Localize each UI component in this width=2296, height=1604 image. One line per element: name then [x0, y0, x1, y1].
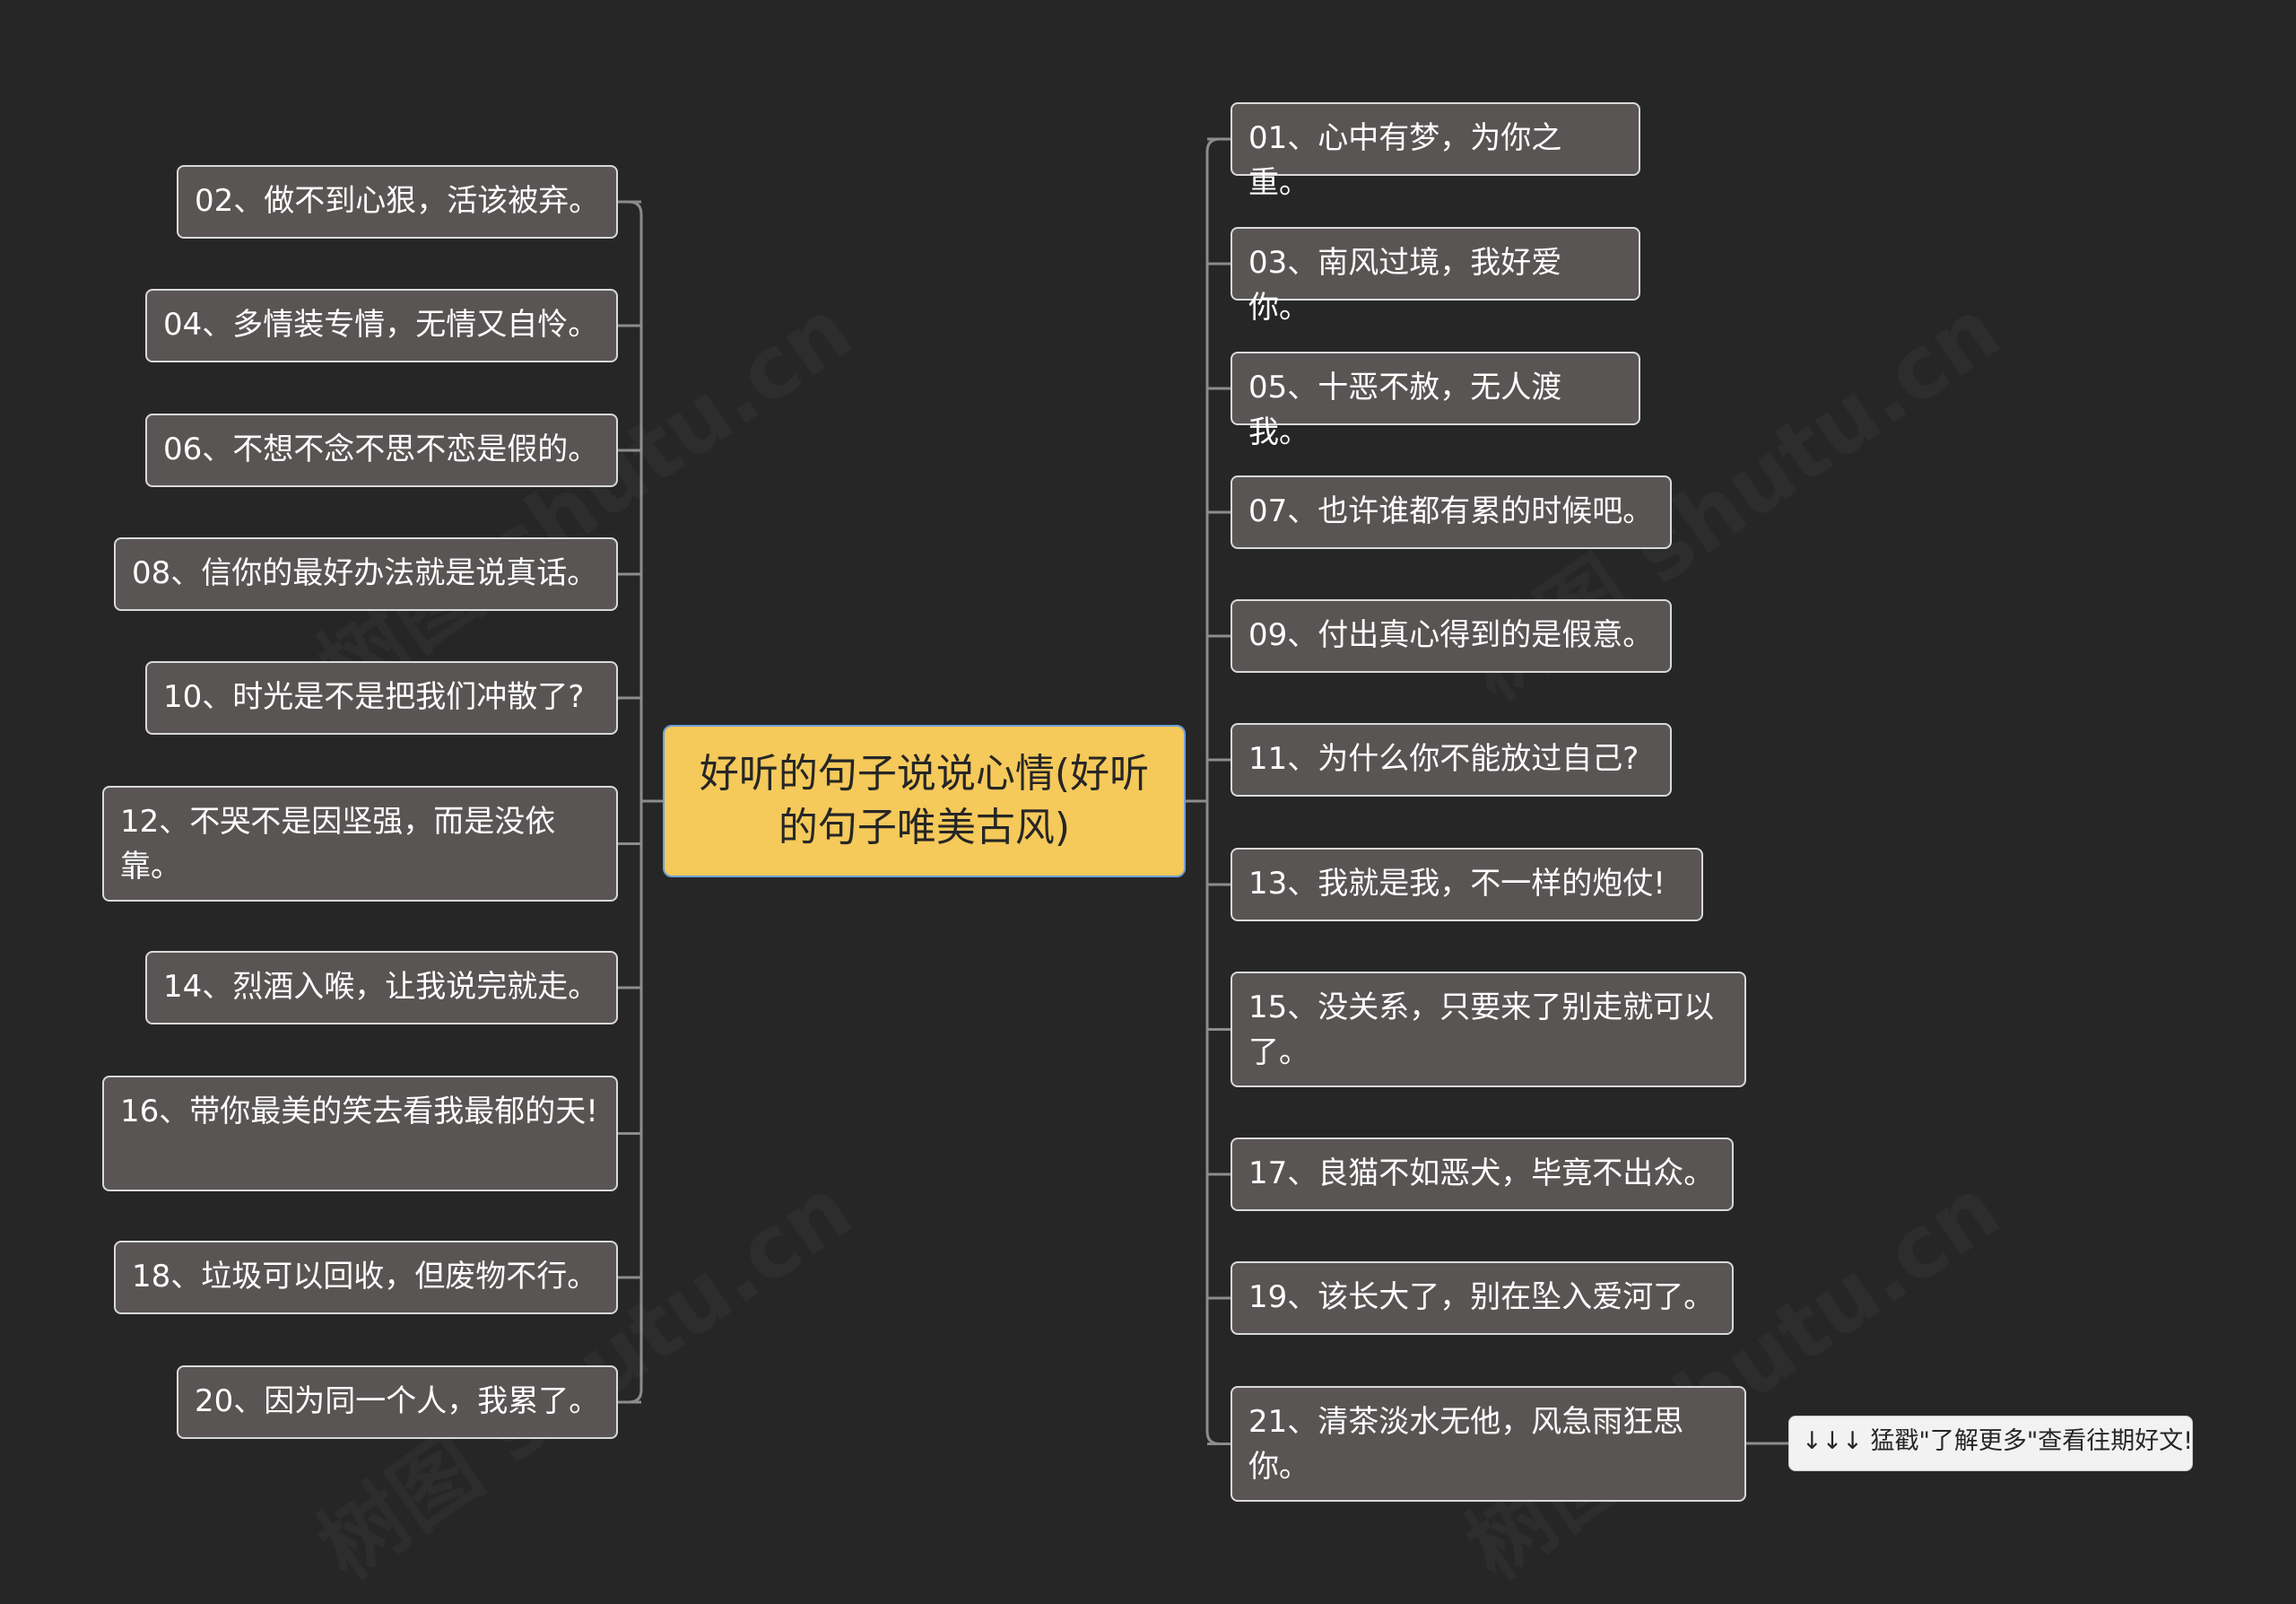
left-branch-node[interactable]: 18、垃圾可以回收，但废物不行。: [114, 1241, 618, 1314]
branch-label: 02、做不到心狠，活该被弃。: [195, 183, 600, 219]
branch-label: 09、付出真心得到的是假意。: [1248, 617, 1654, 653]
branch-label: 16、带你最美的笑去看我最郁的天!: [120, 1094, 598, 1129]
spine-connector: [1205, 137, 1221, 1445]
root-node-label: 好听的句子说说心情(好听的句子唯美古风): [699, 751, 1150, 850]
left-branch-node[interactable]: 06、不想不念不思不恋是假的。: [145, 414, 618, 487]
branch-label: 01、心中有梦，为你之重。: [1248, 120, 1562, 201]
left-branch-node[interactable]: 14、烈酒入喉，让我说完就走。: [145, 951, 618, 1024]
branch-label: 21、清茶淡水无他，风急雨狂思你。: [1248, 1404, 1684, 1485]
left-branch-node[interactable]: 16、带你最美的笑去看我最郁的天!: [102, 1076, 618, 1191]
branch-label: 06、不想不念不思不恋是假的。: [163, 432, 599, 467]
right-branch-node[interactable]: 03、南风过境，我好爱你。: [1231, 227, 1640, 326]
branch-label: 13、我就是我，不一样的炮仗!: [1248, 866, 1665, 902]
spine-connector: [628, 200, 643, 1404]
branch-label: 17、良猫不如恶犬，毕竟不出众。: [1248, 1155, 1715, 1191]
right-branch-node[interactable]: 19、该长大了，别在坠入爱河了。: [1231, 1261, 1734, 1335]
branch-label: 18、垃圾可以回收，但废物不行。: [132, 1259, 598, 1295]
right-branch-node[interactable]: 11、为什么你不能放过自己?: [1231, 723, 1672, 797]
right-branch-node[interactable]: 17、良猫不如恶犬，毕竟不出众。: [1231, 1138, 1734, 1211]
branch-label: 11、为什么你不能放过自己?: [1248, 741, 1639, 777]
left-branch-node[interactable]: 10、时光是不是把我们冲散了?: [145, 661, 618, 735]
branch-label: 12、不哭不是因坚强，而是没依靠。: [120, 804, 556, 885]
left-branch-node[interactable]: 08、信你的最好办法就是说真话。: [114, 537, 618, 611]
right-branch-node[interactable]: 21、清茶淡水无他，风急雨狂思你。: [1231, 1386, 1746, 1502]
branch-label: 07、也许谁都有累的时候吧。: [1248, 493, 1654, 529]
branch-label: 08、信你的最好办法就是说真话。: [132, 555, 598, 591]
branch-label: 14、烈酒入喉，让我说完就走。: [163, 969, 599, 1005]
branch-label: 19、该长大了，别在坠入爱河了。: [1248, 1279, 1715, 1315]
right-branch-node[interactable]: 15、没关系，只要来了别走就可以了。: [1231, 972, 1746, 1087]
right-branch-node[interactable]: 13、我就是我，不一样的炮仗!: [1231, 848, 1703, 921]
right-branch-node[interactable]: 09、付出真心得到的是假意。: [1231, 599, 1672, 673]
note-label: ↓↓↓ 猛戳"了解更多"查看往期好文!: [1802, 1427, 2194, 1455]
right-branch-node[interactable]: 01、心中有梦，为你之重。: [1231, 102, 1640, 201]
left-branch-node[interactable]: 12、不哭不是因坚强，而是没依靠。: [102, 786, 618, 902]
left-branch-node[interactable]: 04、多情装专情，无情又自怜。: [145, 289, 618, 362]
note-callout[interactable]: ↓↓↓ 猛戳"了解更多"查看往期好文!: [1788, 1416, 2193, 1471]
branch-label: 05、十恶不赦，无人渡我。: [1248, 370, 1562, 450]
root-node[interactable]: 好听的句子说说心情(好听的句子唯美古风): [663, 725, 1186, 877]
left-branch-node[interactable]: 20、因为同一个人，我累了。: [177, 1365, 618, 1439]
branch-label: 04、多情装专情，无情又自怜。: [163, 307, 599, 343]
left-branch-node[interactable]: 02、做不到心狠，活该被弃。: [177, 165, 618, 239]
right-branch-node[interactable]: 07、也许谁都有累的时候吧。: [1231, 475, 1672, 549]
branch-label: 20、因为同一个人，我累了。: [195, 1383, 600, 1419]
branch-label: 10、时光是不是把我们冲散了?: [163, 679, 585, 715]
right-branch-node[interactable]: 05、十恶不赦，无人渡我。: [1231, 352, 1640, 450]
branch-label: 03、南风过境，我好爱你。: [1248, 245, 1562, 326]
branch-label: 15、没关系，只要来了别走就可以了。: [1248, 989, 1715, 1070]
